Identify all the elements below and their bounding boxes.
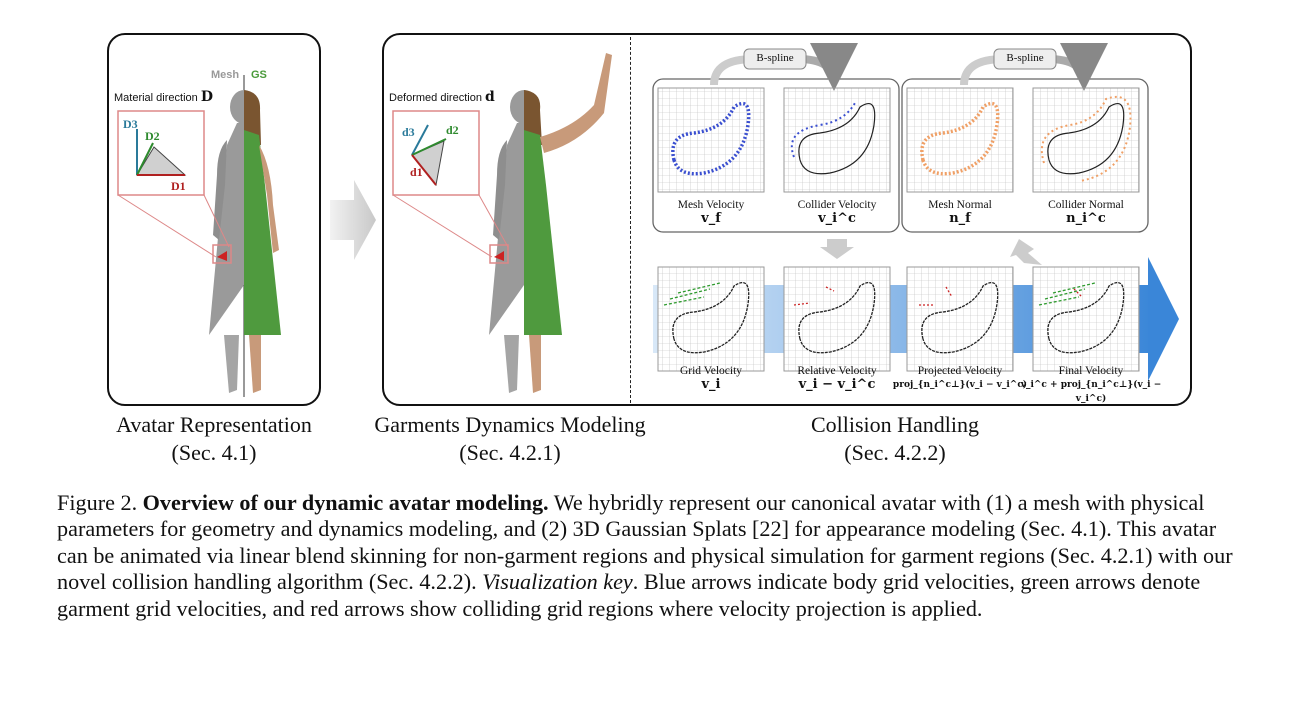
title-avatar-sec: (Sec. 4.1) [171, 440, 257, 465]
cell-label-collider-normal: Collider Normal n_i^c [1026, 198, 1146, 226]
material-direction-label: Material direction D [114, 89, 213, 105]
cell-math: proj_{n_i^c⊥}(v_i − v_i^c) [892, 380, 1028, 390]
dynamics-panel: Deformed direction d d3 d2 d1 [382, 33, 1192, 406]
cell-name: Mesh Velocity [677, 199, 745, 211]
caption-label: Figure 2. [57, 490, 138, 515]
cell-name: Collider Normal [1048, 199, 1124, 211]
cell-math: v_i − v_i^c [798, 377, 876, 392]
cell-math: n_i^c [1066, 211, 1106, 226]
figure-caption: Figure 2. Overview of our dynamic avatar… [57, 490, 1247, 622]
cell-name: Final Velocity [1058, 365, 1124, 377]
deformed-direction-symbol: d [485, 89, 495, 105]
deformed-avatar-figure [392, 53, 612, 393]
cell-name: Relative Velocity [797, 365, 877, 377]
cell-label-mesh-velocity: Mesh Velocity v_f [651, 198, 771, 226]
avatar-figure [117, 75, 281, 397]
axis-d2: d2 [446, 123, 459, 137]
axis-D3: D3 [123, 117, 138, 131]
bspline-label-1: B-spline [756, 52, 794, 64]
material-direction-symbol: D [200, 89, 213, 105]
material-direction-text: Material direction [114, 92, 198, 104]
caption-bold: Overview of our dynamic avatar modeling. [142, 490, 549, 515]
cell-label-projected-velocity: Projected Velocity proj_{n_i^c⊥}(v_i − v… [890, 364, 1030, 392]
axis-D1: D1 [171, 179, 186, 193]
cell-name: Mesh Normal [928, 199, 992, 211]
cell-math: v_i^c + proj_{n_i^c⊥}(v_i − v_i^c) [1020, 380, 1162, 404]
cell-math: v_f [701, 211, 721, 226]
title-collision-text: Collision Handling [810, 412, 980, 437]
title-avatar-text: Avatar Representation [116, 412, 312, 437]
avatar-panel: Mesh GS Material direction D D3 D2 D1 [107, 33, 321, 406]
cell-name: Grid Velocity [679, 365, 743, 377]
caption-text-1: We hybridly represent our canonical avat… [57, 490, 1233, 595]
title-garments: Garments Dynamics Modeling (Sec. 4.2.1) [350, 411, 670, 467]
title-collision: Collision Handling (Sec. 4.2.2) [770, 411, 1020, 467]
axis-d3: d3 [402, 125, 415, 139]
axis-D2: D2 [145, 129, 160, 143]
title-avatar: Avatar Representation (Sec. 4.1) [84, 411, 344, 467]
dashed-separator [630, 37, 631, 403]
caption-italic: Visualization key [482, 569, 633, 595]
cell-label-mesh-normal: Mesh Normal n_f [900, 198, 1020, 226]
cell-name: Projected Velocity [917, 365, 1003, 377]
deformed-direction-label: Deformed direction d [389, 89, 495, 105]
collision-diagram [652, 42, 1179, 381]
flow-arrow-gray [330, 180, 376, 260]
bspline-label-2: B-spline [1006, 52, 1044, 64]
title-garments-text: Garments Dynamics Modeling [374, 412, 646, 437]
deformed-direction-text: Deformed direction [389, 92, 482, 104]
cell-math: v_i^c [818, 211, 856, 226]
caption-text-2: . Blue arrows indicate body grid velocit… [57, 569, 1201, 621]
gs-label: GS [251, 69, 267, 81]
mesh-label: Mesh [211, 69, 240, 81]
title-collision-sec: (Sec. 4.2.2) [844, 440, 946, 465]
cell-math: n_f [949, 211, 971, 226]
axis-d1: d1 [410, 165, 423, 179]
cell-label-collider-velocity: Collider Velocity v_i^c [777, 198, 897, 226]
cell-label-grid-velocity: Grid Velocity v_i [641, 364, 781, 392]
cell-label-relative-velocity: Relative Velocity v_i − v_i^c [767, 364, 907, 392]
title-garments-sec: (Sec. 4.2.1) [459, 440, 561, 465]
cell-math: v_i [701, 377, 721, 392]
cell-label-final-velocity: Final Velocity v_i^c + proj_{n_i^c⊥}(v_i… [1016, 364, 1166, 406]
cell-name: Collider Velocity [797, 199, 877, 211]
